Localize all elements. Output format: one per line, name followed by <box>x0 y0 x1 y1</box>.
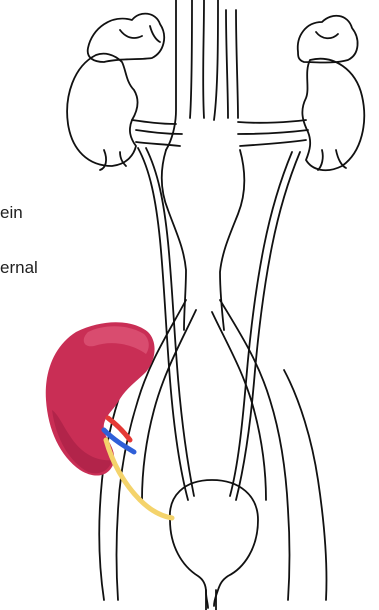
ureter-right <box>236 152 300 500</box>
detached-kidney <box>46 322 172 518</box>
vena-cava <box>166 0 192 150</box>
ureter-yellow <box>106 440 172 518</box>
kidney-right-outline <box>302 59 364 171</box>
ureter-left-2 <box>146 148 194 496</box>
bladder <box>170 480 258 608</box>
trunk-right <box>220 150 244 330</box>
renal-vessels-left <box>132 120 182 146</box>
aorta-right-wall <box>226 10 238 118</box>
iliac-right-outer <box>220 300 290 600</box>
aorta <box>203 0 218 120</box>
outer-right-line <box>284 370 327 600</box>
renal-hilum-left <box>100 150 126 170</box>
adrenal-right-fold <box>316 32 338 38</box>
renal-vessels-right <box>238 120 308 146</box>
kidney-left-outline <box>67 54 137 166</box>
label-vein-partial: ein <box>0 203 23 223</box>
label-external-partial: ernal <box>0 258 38 278</box>
adrenal-left-fold <box>120 26 160 42</box>
